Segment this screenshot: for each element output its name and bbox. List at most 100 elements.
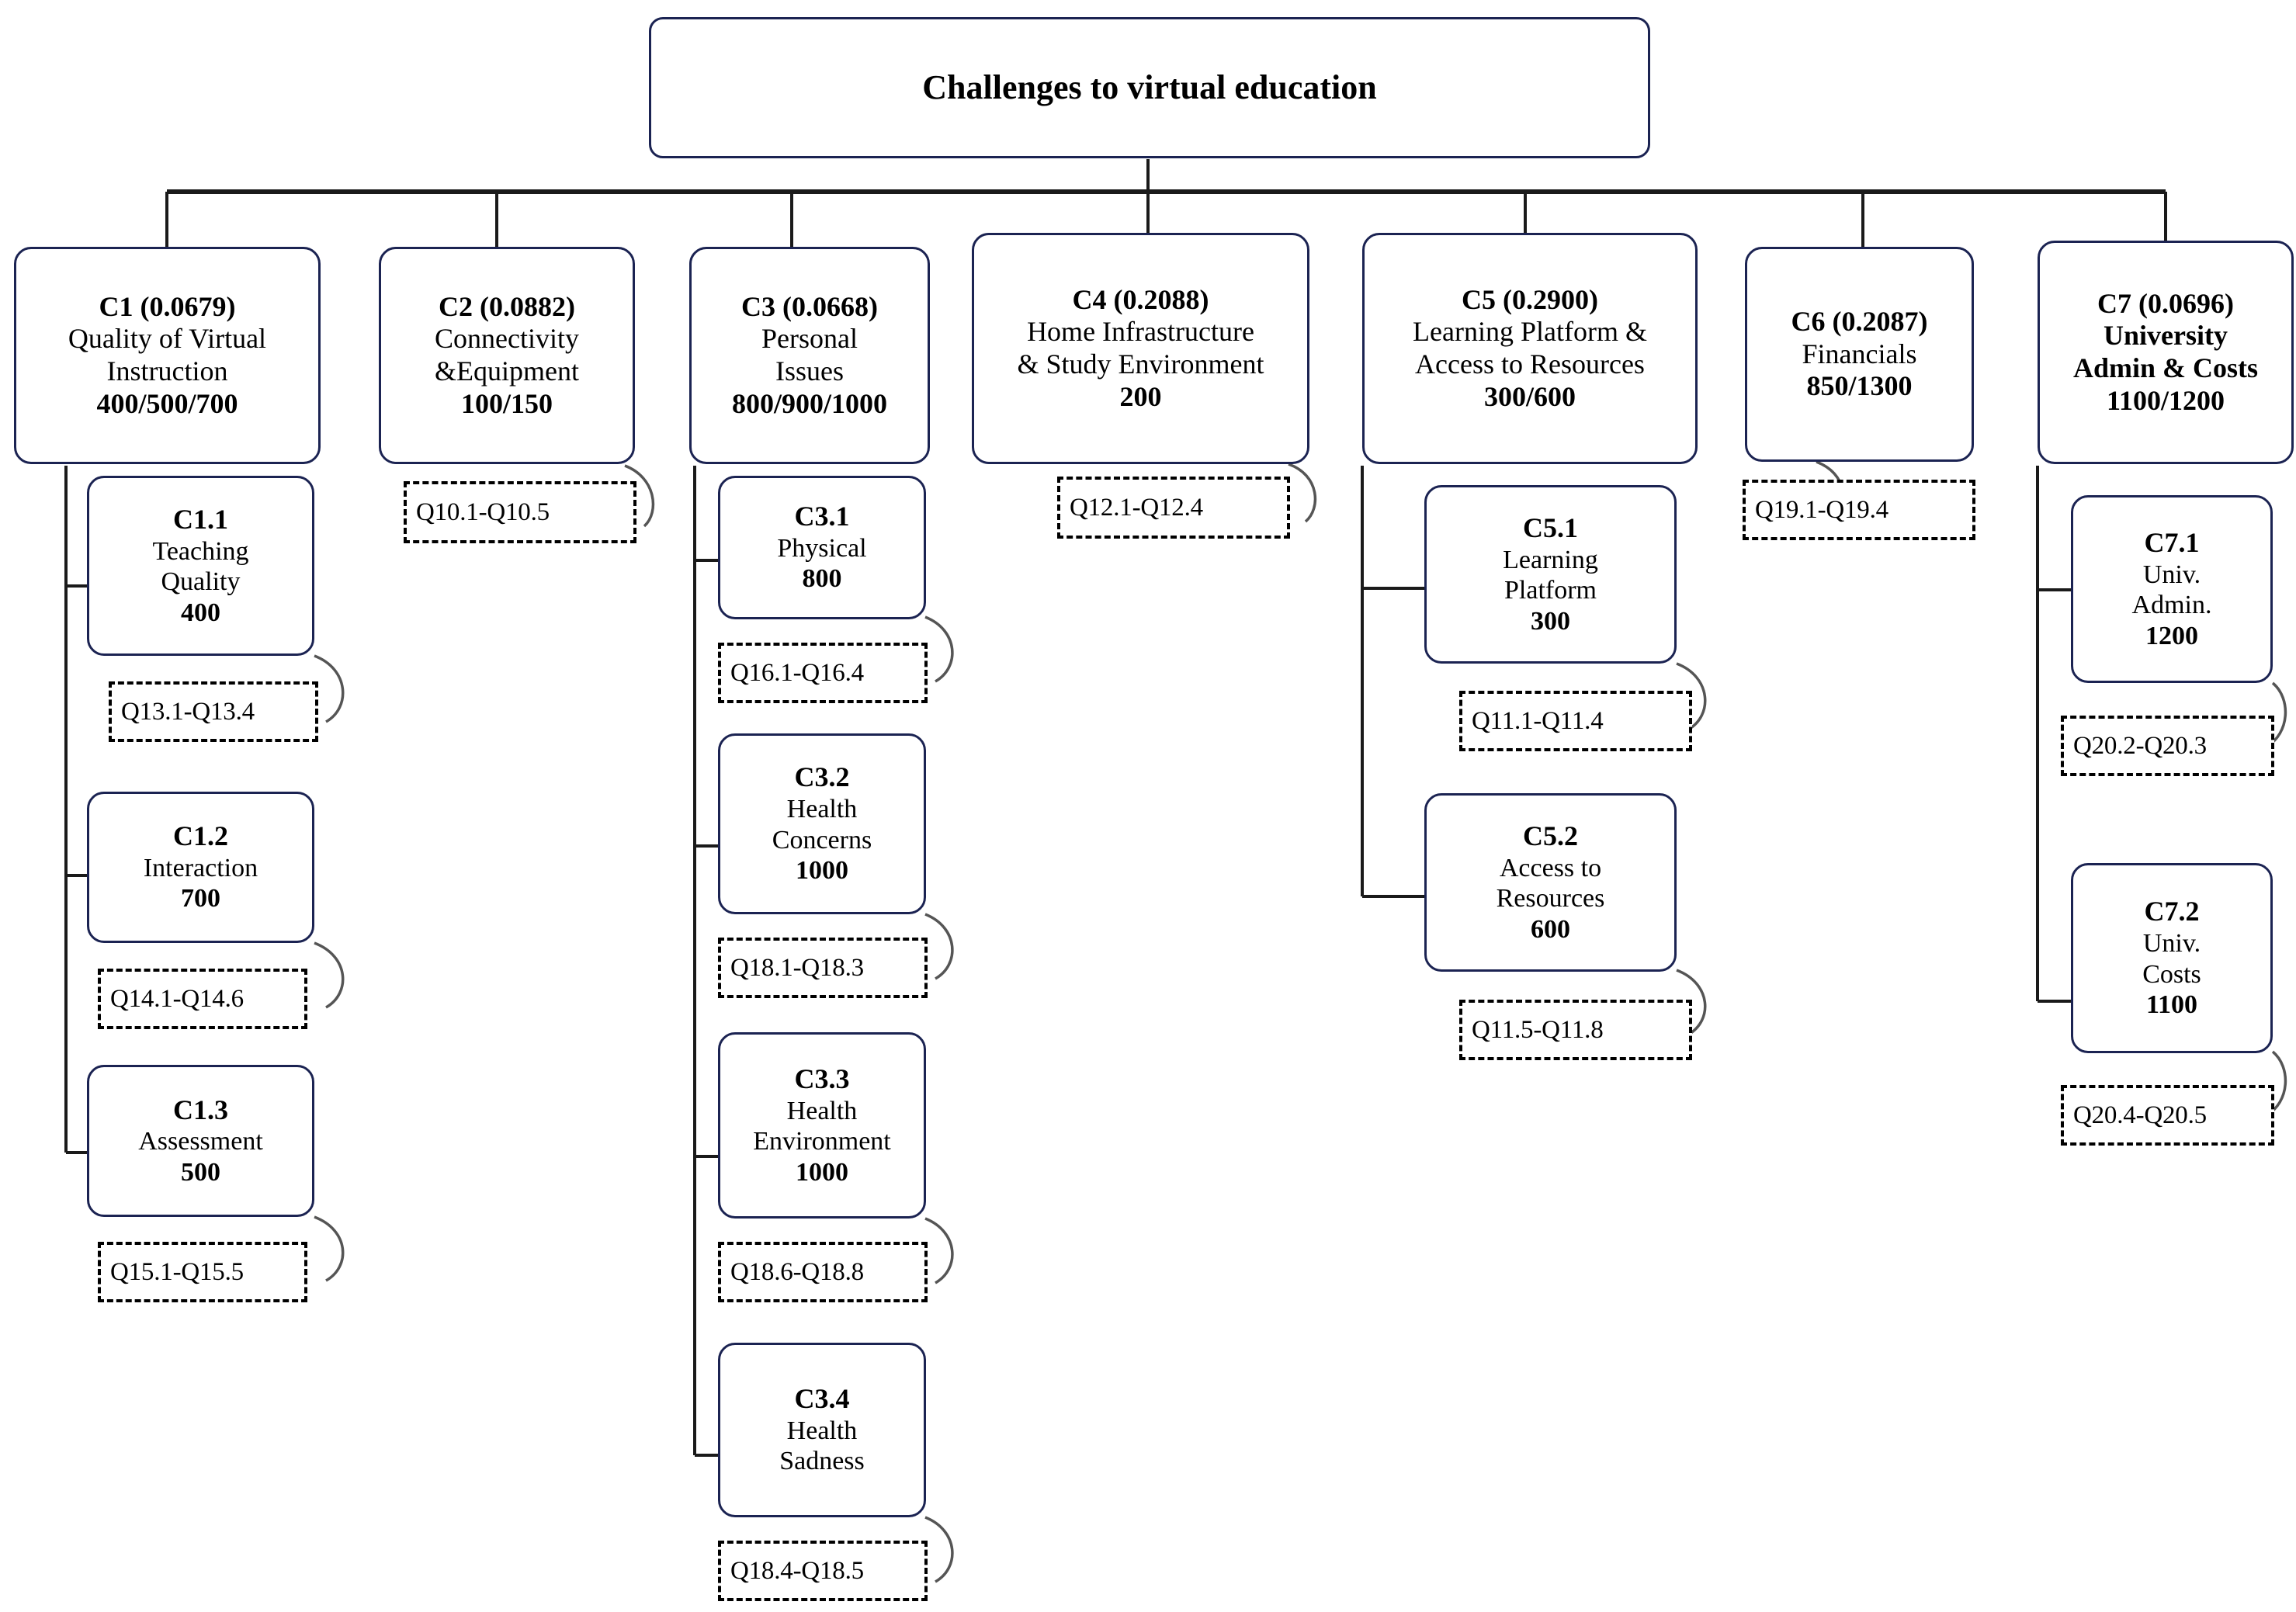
node-c3-3[interactable]: C3.3 Health Environment 1000 xyxy=(718,1032,926,1219)
questions-c2-label: Q10.1-Q10.5 xyxy=(416,497,550,526)
questions-c3-3[interactable]: Q18.6-Q18.8 xyxy=(718,1242,928,1302)
node-c4[interactable]: C4 (0.2088) Home Infrastructure & Study … xyxy=(972,233,1309,464)
node-c3-3-name-line-2: Environment xyxy=(753,1127,891,1156)
node-c6[interactable]: C6 (0.2087) Financials 850/1300 xyxy=(1745,247,1974,462)
node-c1-2[interactable]: C1.2 Interaction 700 xyxy=(87,792,314,943)
node-c3-2[interactable]: C3.2 Health Concerns 1000 xyxy=(718,733,926,914)
node-c1-2-value: 700 xyxy=(181,884,220,913)
node-c1-value: 400/500/700 xyxy=(96,387,238,419)
node-c2-value: 100/150 xyxy=(460,387,553,419)
questions-c3-3-label: Q18.6-Q18.8 xyxy=(730,1257,864,1286)
node-c7-code: C7 (0.0696) xyxy=(2097,287,2234,319)
node-c3-4-name-line-1: Health xyxy=(786,1416,858,1445)
questions-c3-1-label: Q16.1-Q16.4 xyxy=(730,658,864,687)
questions-c3-4[interactable]: Q18.4-Q18.5 xyxy=(718,1541,928,1601)
node-c1-name-line-2: Instruction xyxy=(106,355,228,387)
c5-subtree-connectors xyxy=(1361,466,1424,898)
node-c7-name-line-1: University xyxy=(2104,320,2228,352)
node-c3-4-name-line-2: Sadness xyxy=(779,1447,865,1476)
node-c3-3-code: C3.3 xyxy=(794,1063,850,1094)
node-c3-name-line-1: Personal xyxy=(761,323,858,355)
questions-c7-2-label: Q20.4-Q20.5 xyxy=(2073,1101,2207,1129)
c3-subtree-connectors xyxy=(693,466,718,1457)
questions-c7-2[interactable]: Q20.4-Q20.5 xyxy=(2061,1085,2274,1146)
node-c4-name-line-2: & Study Environment xyxy=(1017,348,1264,380)
node-c1-3-name-line-1: Assessment xyxy=(138,1127,263,1156)
node-c5[interactable]: C5 (0.2900) Learning Platform & Access t… xyxy=(1362,233,1698,464)
node-c3-1-code: C3.1 xyxy=(794,501,850,532)
questions-c7-1[interactable]: Q20.2-Q20.3 xyxy=(2061,716,2274,776)
node-c5-2-name-line-1: Access to xyxy=(1499,853,1602,882)
node-c5-name-line-2: Access to Resources xyxy=(1415,348,1645,380)
node-c2-code: C2 (0.0882) xyxy=(439,290,575,322)
questions-c5-1[interactable]: Q11.1-Q11.4 xyxy=(1459,691,1692,751)
node-c1[interactable]: C1 (0.0679) Quality of Virtual Instructi… xyxy=(14,247,321,464)
questions-c1-2-label: Q14.1-Q14.6 xyxy=(110,984,244,1013)
node-c3-2-code: C3.2 xyxy=(794,761,850,793)
node-c7-1-name-line-2: Admin. xyxy=(2131,591,2212,620)
node-c6-code: C6 (0.2087) xyxy=(1791,305,1928,337)
node-c7-2-name-line-2: Costs xyxy=(2142,959,2201,989)
questions-c2[interactable]: Q10.1-Q10.5 xyxy=(404,481,636,543)
node-c2-name-line-2: &Equipment xyxy=(435,355,579,387)
node-c5-2-name-line-2: Resources xyxy=(1496,884,1605,913)
node-c1-2-name-line-1: Interaction xyxy=(143,853,258,882)
node-c5-1[interactable]: C5.1 Learning Platform 300 xyxy=(1424,485,1677,664)
node-c3-2-name-line-1: Health xyxy=(786,795,858,824)
questions-c1-3[interactable]: Q15.1-Q15.5 xyxy=(98,1242,307,1302)
node-c7[interactable]: C7 (0.0696) University Admin & Costs 110… xyxy=(2038,241,2294,464)
node-c7-1-name-line-1: Univ. xyxy=(2142,560,2201,589)
node-c3[interactable]: C3 (0.0668) Personal Issues 800/900/1000 xyxy=(689,247,930,464)
root-node[interactable]: Challenges to virtual education xyxy=(649,17,1650,158)
questions-c4[interactable]: Q12.1-Q12.4 xyxy=(1057,477,1290,539)
node-c3-4-code: C3.4 xyxy=(794,1383,850,1415)
questions-c3-2[interactable]: Q18.1-Q18.3 xyxy=(718,938,928,998)
node-c3-1-name-line-1: Physical xyxy=(777,533,867,563)
node-c7-2[interactable]: C7.2 Univ. Costs 1100 xyxy=(2071,863,2273,1053)
questions-c5-2[interactable]: Q11.5-Q11.8 xyxy=(1459,1000,1692,1060)
questions-c3-1[interactable]: Q16.1-Q16.4 xyxy=(718,643,928,703)
node-c3-1-value: 800 xyxy=(802,564,842,594)
node-c7-1-value: 1200 xyxy=(2145,621,2198,650)
node-c5-value: 300/600 xyxy=(1483,380,1576,412)
questions-c6-label: Q19.1-Q19.4 xyxy=(1755,495,1888,524)
node-c1-1-value: 400 xyxy=(181,598,220,627)
node-c1-name-line-1: Quality of Virtual xyxy=(68,323,267,355)
node-c7-value: 1100/1200 xyxy=(2106,384,2225,416)
root-label: Challenges to virtual education xyxy=(922,68,1377,107)
questions-c1-1[interactable]: Q13.1-Q13.4 xyxy=(109,681,318,742)
node-c4-code: C4 (0.2088) xyxy=(1072,283,1209,315)
node-c2[interactable]: C2 (0.0882) Connectivity &Equipment 100/… xyxy=(379,247,635,464)
questions-c1-3-label: Q15.1-Q15.5 xyxy=(110,1257,244,1286)
questions-c7-1-label: Q20.2-Q20.3 xyxy=(2073,731,2207,760)
node-c3-value: 800/900/1000 xyxy=(731,387,887,419)
node-c7-1[interactable]: C7.1 Univ. Admin. 1200 xyxy=(2071,495,2273,683)
node-c3-2-value: 1000 xyxy=(796,856,848,886)
node-c7-2-code: C7.2 xyxy=(2144,896,2200,927)
questions-c3-4-label: Q18.4-Q18.5 xyxy=(730,1556,864,1585)
questions-c5-2-label: Q11.5-Q11.8 xyxy=(1472,1015,1604,1044)
node-c3-1[interactable]: C3.1 Physical 800 xyxy=(718,476,926,619)
node-c1-3-value: 500 xyxy=(181,1157,220,1187)
node-c1-code: C1 (0.0679) xyxy=(99,290,236,322)
node-c5-2-value: 600 xyxy=(1531,914,1570,944)
c1-subtree-connectors xyxy=(64,466,87,1154)
node-c6-name-line-1: Financials xyxy=(1802,338,1917,369)
node-c4-name-line-1: Home Infrastructure xyxy=(1027,316,1254,348)
questions-c1-1-label: Q13.1-Q13.4 xyxy=(121,697,255,726)
questions-c6[interactable]: Q19.1-Q19.4 xyxy=(1743,480,1975,540)
node-c3-4[interactable]: C3.4 Health Sadness xyxy=(718,1343,926,1517)
node-c7-1-code: C7.1 xyxy=(2144,526,2200,558)
node-c7-name-line-2: Admin & Costs xyxy=(2072,352,2259,383)
node-c1-3[interactable]: C1.3 Assessment 500 xyxy=(87,1065,314,1217)
node-c1-1[interactable]: C1.1 Teaching Quality 400 xyxy=(87,476,314,656)
node-c3-name-line-2: Issues xyxy=(775,355,844,387)
node-c5-1-name-line-1: Learning xyxy=(1503,545,1598,574)
questions-c1-2[interactable]: Q14.1-Q14.6 xyxy=(98,969,307,1029)
node-c4-value: 200 xyxy=(1119,380,1162,412)
node-c1-1-name-line-1: Teaching xyxy=(152,536,249,566)
node-c5-2-code: C5.2 xyxy=(1523,820,1578,851)
node-c5-2[interactable]: C5.2 Access to Resources 600 xyxy=(1424,793,1677,972)
node-c5-name-line-1: Learning Platform & xyxy=(1413,316,1647,348)
